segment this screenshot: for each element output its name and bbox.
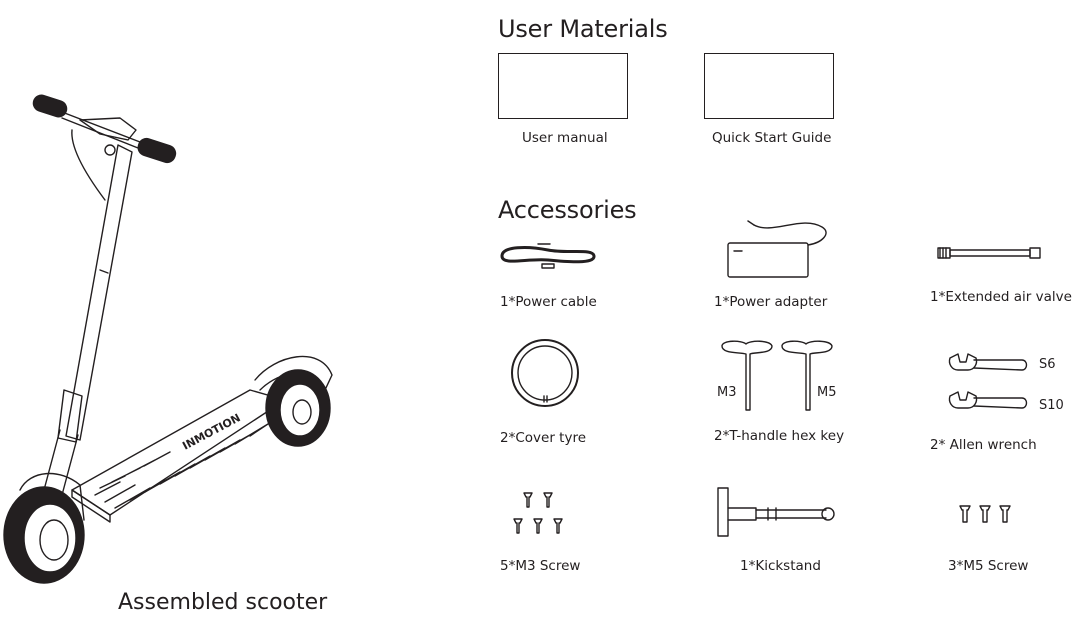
accessories-heading: Accessories (498, 196, 637, 224)
power-cable-label: 1*Power cable (500, 294, 597, 310)
kickstand-label: 1*Kickstand (740, 558, 821, 574)
power-adapter-icon (727, 220, 827, 278)
deck-pattern (94, 415, 281, 509)
t-handle-hex-key-label: 2*T-handle hex key (714, 428, 845, 444)
hex-key-size-m3: M3 (717, 385, 737, 400)
user-materials-heading: User Materials (498, 15, 668, 43)
m3-screw-label: 5*M3 Screw (500, 558, 581, 574)
deck-brand-text: INMOTION (180, 411, 242, 452)
scooter-caption: Assembled scooter (118, 590, 328, 615)
air-valve-label: 1*Extended air valve (930, 289, 1072, 305)
allen-wrench-size-s10: S10 (1039, 398, 1064, 413)
m5-screw-label: 3*M5 Screw (948, 558, 1029, 574)
t-handle-hex-key-icon (721, 340, 833, 411)
allen-wrench-label: 2* Allen wrench (930, 437, 1037, 453)
cover-tyre-label: 2*Cover tyre (500, 430, 587, 446)
quick-start-guide-label: Quick Start Guide (712, 130, 832, 146)
scooter-drawing: INMOTION (3, 94, 333, 584)
hex-key-size-m5: M5 (817, 385, 837, 400)
cover-tyre-icon (511, 339, 579, 407)
power-cable-icon (500, 243, 596, 269)
kickstand-icon (717, 487, 835, 537)
user-manual-label: User manual (522, 130, 608, 146)
air-valve-icon (937, 247, 1041, 259)
m3-screws-icon (513, 492, 563, 534)
scooter-illustration: INMOTION Assembled scooter (0, 90, 360, 615)
m5-screws-icon (959, 505, 1011, 523)
quick-start-guide-box (704, 53, 834, 119)
allen-wrench-size-s6: S6 (1039, 357, 1056, 372)
user-manual-box (498, 53, 628, 119)
allen-wrench-icon (948, 353, 1028, 409)
power-adapter-label: 1*Power adapter (714, 294, 828, 310)
